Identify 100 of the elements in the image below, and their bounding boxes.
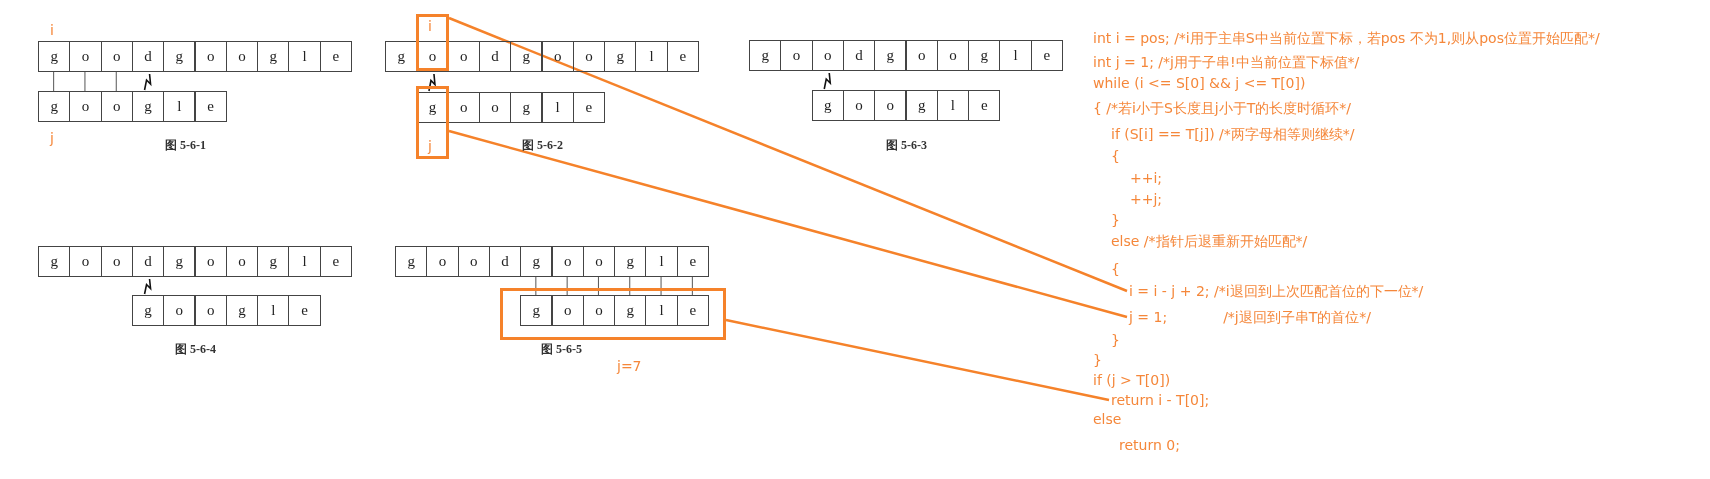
character-cell: o [905, 40, 938, 71]
character-cell: l [936, 90, 970, 121]
code-line: else [1093, 410, 1122, 429]
character-cell: o [194, 295, 227, 326]
character-cell: l [999, 40, 1032, 71]
code-line: i = i - j + 2; /*i退回到上次匹配首位的下一位*/ [1129, 281, 1424, 301]
character-cell: l [257, 295, 290, 326]
code-line: { /*若i小于S长度且j小于T的长度时循环*/ [1093, 99, 1351, 118]
character-cell: g [416, 92, 449, 123]
character-cell: e [676, 295, 709, 326]
character-cell: e [968, 90, 1001, 121]
character-cell: g [614, 295, 647, 326]
figure-caption: 图 5-6-1 [165, 137, 206, 154]
code-comment: /*j退回到子串T的首位*/ [1223, 308, 1372, 327]
code-line: ++i; [1130, 169, 1163, 188]
character-cell: o [582, 246, 616, 277]
figure-caption: 图 5-6-2 [522, 137, 563, 154]
character-cell: o [194, 246, 227, 277]
character-cell: o [936, 40, 970, 71]
code-line: return i - T[0]; [1111, 390, 1210, 410]
character-cell: o [225, 246, 259, 277]
figure-caption: 图 5-6-5 [541, 341, 582, 358]
character-cell: o [426, 246, 459, 277]
character-cell: o [780, 40, 813, 71]
character-cell: d [131, 41, 165, 72]
code-line: else /*指针后退重新开始匹配*/ [1111, 232, 1308, 251]
code-line: { [1111, 260, 1120, 279]
index-marker: i [50, 22, 54, 38]
character-cell: l [645, 295, 678, 326]
character-cell: l [635, 41, 668, 72]
character-cell: g [510, 41, 543, 72]
code-line: { [1111, 147, 1120, 166]
character-cell: g [905, 90, 938, 121]
character-cell: g [38, 41, 71, 72]
leader-line [448, 129, 1128, 319]
code-line: while (i <= S[0] && j <= T[0]) [1093, 74, 1306, 93]
character-cell: g [520, 295, 553, 326]
character-cell: o [551, 295, 584, 326]
character-cell: g [749, 40, 782, 71]
code-line: ++j; [1130, 190, 1163, 209]
character-cell: o [478, 92, 512, 123]
index-marker: i [428, 18, 432, 34]
character-cell: o [457, 246, 490, 277]
character-cell: g [385, 41, 418, 72]
character-cell: o [163, 295, 196, 326]
character-cell: e [194, 91, 227, 122]
character-cell: g [874, 40, 907, 71]
character-cell: d [478, 41, 512, 72]
code-line: } [1111, 211, 1120, 230]
character-cell: o [811, 40, 844, 71]
character-cell: g [225, 295, 259, 326]
character-cell: o [225, 41, 259, 72]
code-line: if (S[i] == T[j]) /*两字母相等则继续*/ [1111, 125, 1355, 144]
index-marker: j [428, 138, 432, 154]
character-cell: o [100, 41, 133, 72]
character-cell: o [100, 246, 133, 277]
character-cell: l [541, 92, 574, 123]
character-cell: o [69, 41, 102, 72]
character-cell: l [163, 91, 196, 122]
character-cell: d [488, 246, 522, 277]
character-cell: g [811, 90, 844, 121]
character-cell: o [100, 91, 133, 122]
code-line: int i = pos; /*i用于主串S中当前位置下标，若pos 不为1,则从pos位置开始匹配*/ [1093, 29, 1600, 48]
character-cell: e [676, 246, 709, 277]
character-cell: o [551, 246, 584, 277]
character-cell: o [416, 41, 449, 72]
code-line: } [1111, 331, 1120, 350]
character-cell: d [131, 246, 165, 277]
character-cell: g [257, 246, 290, 277]
character-cell: o [842, 90, 876, 121]
highlight-box [416, 14, 449, 71]
character-cell: g [604, 41, 637, 72]
code-line: return 0; [1119, 436, 1180, 455]
character-cell: g [395, 246, 428, 277]
character-cell: g [163, 246, 196, 277]
code-line: } [1093, 351, 1102, 370]
character-cell: g [131, 91, 165, 122]
character-cell: g [257, 41, 290, 72]
character-cell: l [288, 41, 321, 72]
leader-line [448, 16, 1128, 293]
highlight-box [500, 288, 726, 340]
character-cell: g [510, 92, 543, 123]
character-cell: d [842, 40, 876, 71]
character-cell: o [572, 41, 606, 72]
character-cell: o [541, 41, 574, 72]
index-note: j=7 [617, 358, 642, 374]
code-line: int j = 1; /*j用于子串!中当前位置下标值*/ [1093, 53, 1360, 72]
character-cell: e [319, 41, 352, 72]
character-cell: g [520, 246, 553, 277]
leader-line [725, 318, 1110, 402]
character-cell: o [874, 90, 907, 121]
character-cell: g [968, 40, 1001, 71]
character-cell: o [69, 246, 102, 277]
code-statement: j = 1; [1129, 308, 1168, 327]
character-cell: l [288, 246, 321, 277]
index-marker: j [50, 130, 54, 146]
character-cell: e [288, 295, 321, 326]
figure-caption: 图 5-6-3 [886, 137, 927, 154]
character-cell: g [131, 295, 165, 326]
figure-caption: 图 5-6-4 [175, 341, 216, 358]
